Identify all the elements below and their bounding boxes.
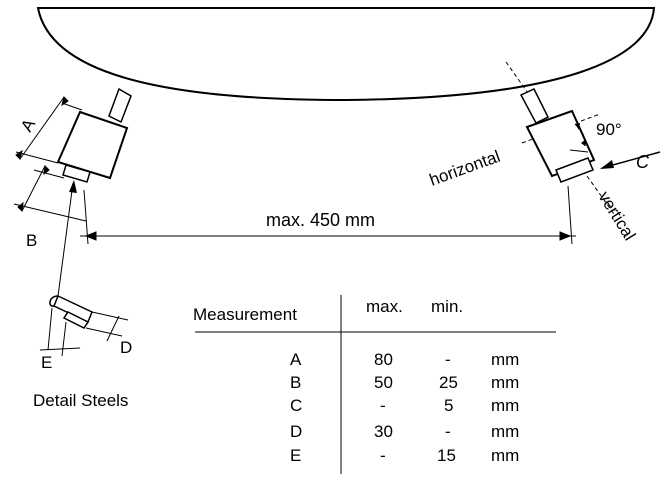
row-name: D [290,422,302,441]
table-row: E - 15 mm [290,446,519,465]
detail-steel [49,294,93,329]
label-c: C [636,152,650,172]
row-max: 80 [374,350,393,369]
left-holder-block [56,110,129,180]
table-row: B 50 25 mm [290,373,519,392]
row-min: 25 [439,373,458,392]
left-holder [56,87,132,183]
dimension-a [15,96,83,164]
row-unit: mm [491,350,519,369]
right-shank [519,88,550,124]
row-name: B [290,373,301,392]
left-shank [108,87,132,124]
row-max: 50 [374,373,393,392]
table-header-min: min. [431,297,463,316]
row-unit: mm [491,373,519,392]
table-header-measurement: Measurement [193,305,297,324]
left-steel-insert [62,164,91,183]
label-b: B [26,231,37,250]
label-vertical: vertical [595,188,640,244]
row-min: 15 [437,446,456,465]
row-unit: mm [491,446,519,465]
dimension-d [85,311,129,342]
detail-leader [57,180,77,297]
row-name: E [290,446,301,465]
table-row: A 80 - mm [290,350,519,369]
row-name: A [290,350,302,369]
label-d: D [120,338,132,357]
row-max: - [380,396,386,415]
row-min: - [445,350,451,369]
detail-steels-caption: Detail Steels [33,391,128,410]
table-row: D 30 - mm [290,422,519,441]
right-holder [505,61,615,215]
label-e: E [41,353,52,372]
label-a: A [17,115,39,135]
label-angle: 90° [596,120,622,139]
table-header-max: max. [366,297,403,316]
row-unit: mm [491,396,519,415]
right-steel-insert [555,157,594,183]
row-max: 30 [374,422,393,441]
row-min: - [445,422,451,441]
row-max: - [380,446,386,465]
tray-body [36,7,656,102]
dimension-b [13,164,87,222]
row-name: C [290,396,302,415]
row-unit: mm [491,422,519,441]
span-dimension [80,185,576,245]
dimension-e [39,307,81,357]
measurement-table: Measurement max. min. A 80 - mm B 50 25 … [193,295,556,474]
span-label: max. 450 mm [266,210,375,230]
dimension-c-arrow [600,151,661,169]
row-min: 5 [444,396,453,415]
label-horizontal: horizontal [427,147,503,190]
table-row: C - 5 mm [290,396,519,415]
